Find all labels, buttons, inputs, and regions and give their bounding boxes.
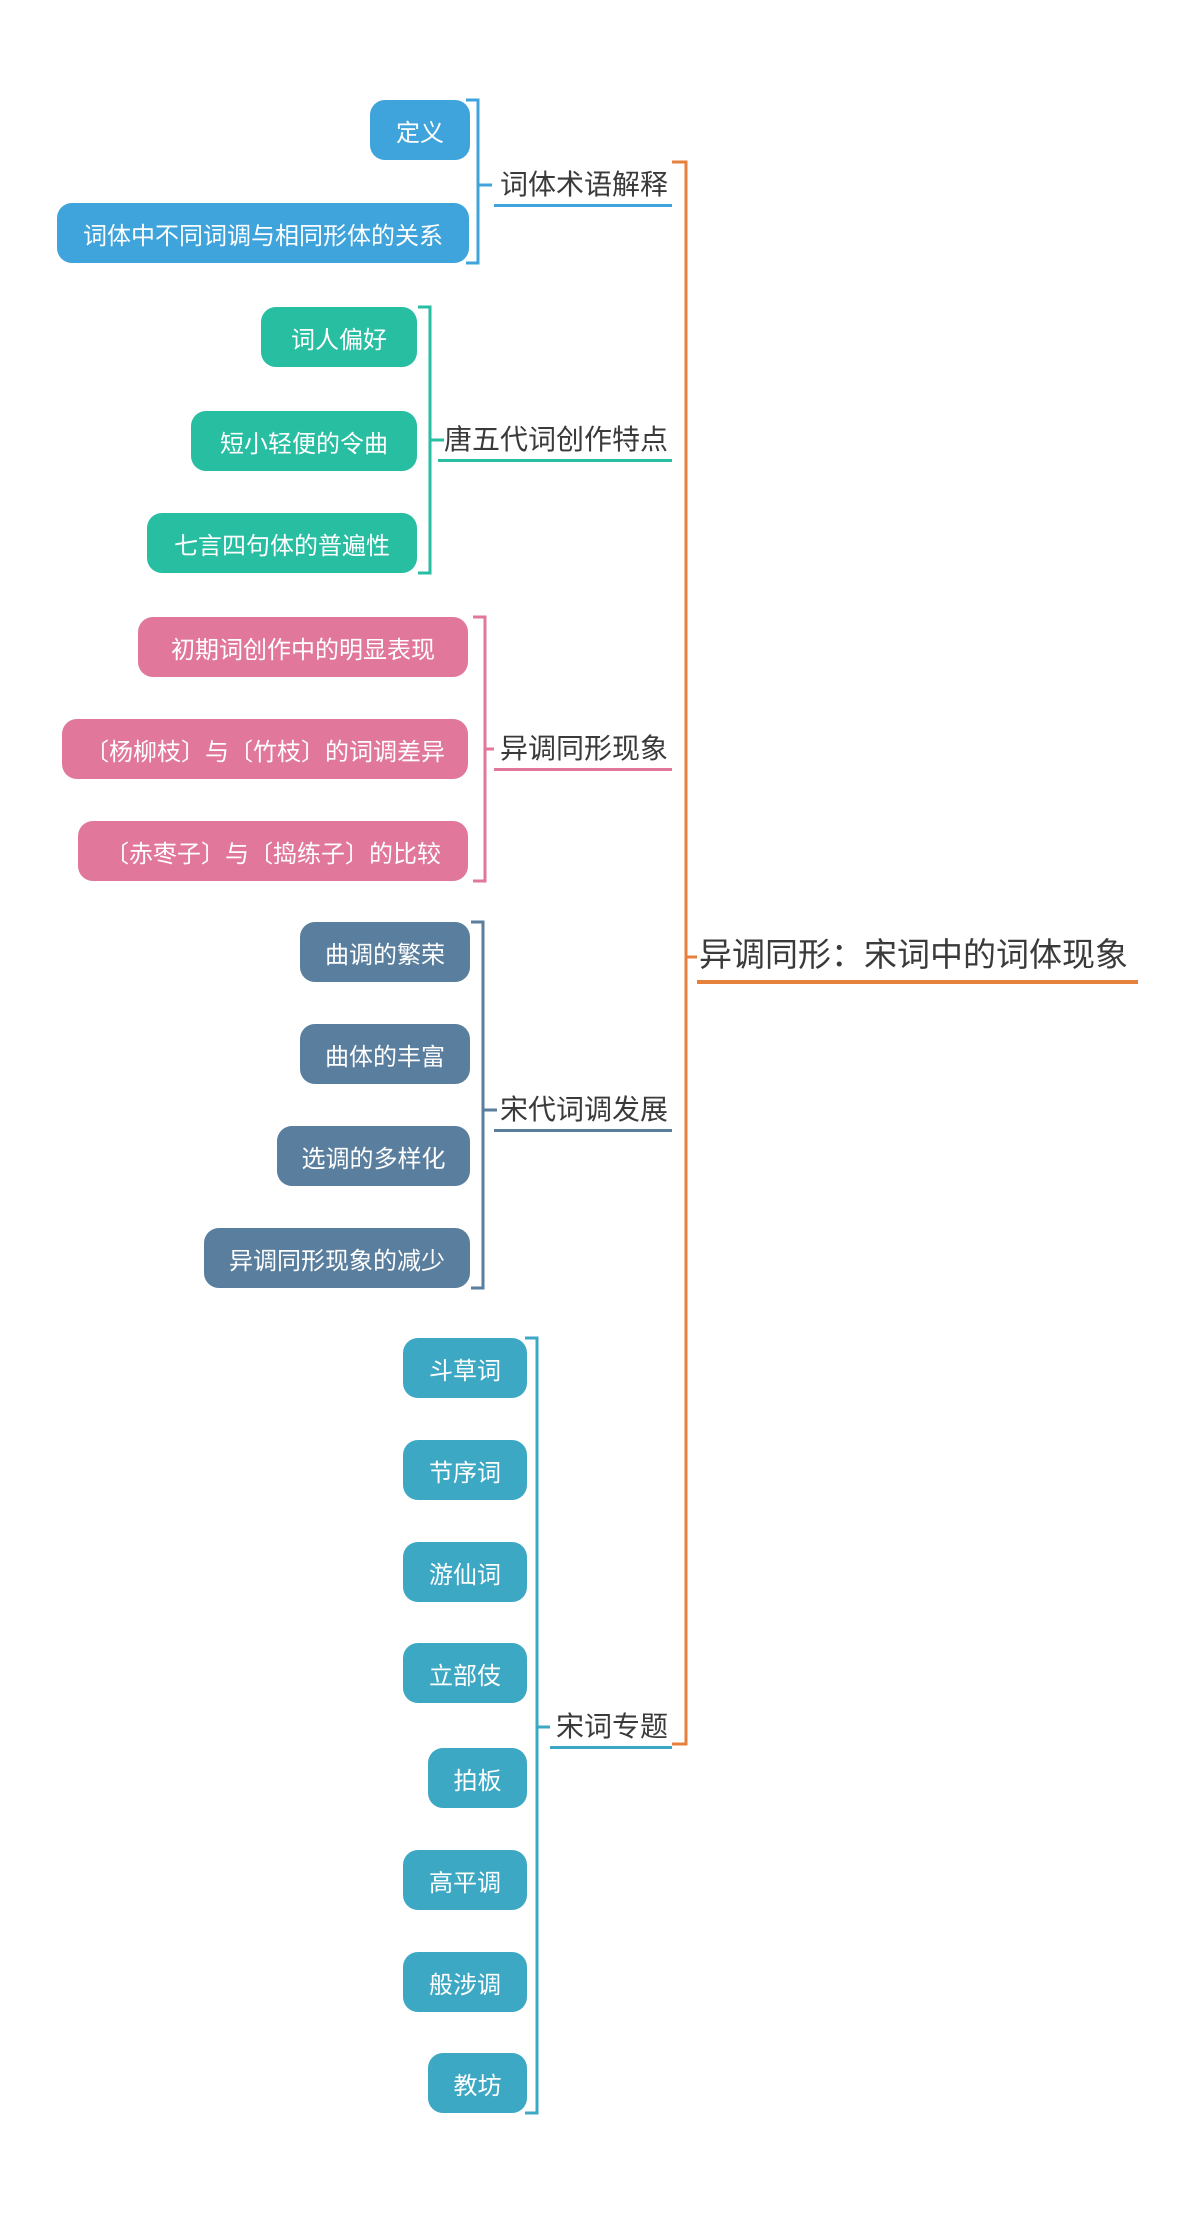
subtopic-node[interactable]: 初期词创作中的明显表现 <box>138 617 468 677</box>
subtopic-node[interactable]: 节序词 <box>403 1440 527 1500</box>
subtopic-node[interactable]: 定义 <box>370 100 470 160</box>
branch-topic-song-tune-development[interactable]: 宋代词调发展 <box>493 1093 672 1132</box>
subtopic-node[interactable]: 立部伎 <box>403 1643 527 1703</box>
bracket-song-ci-topics <box>525 1336 550 2115</box>
subtopic-node[interactable]: 教坊 <box>428 2053 527 2113</box>
subtopic-node[interactable]: 游仙词 <box>403 1542 527 1602</box>
bracket-tang-five-dynasties <box>418 305 444 575</box>
subtopic-node[interactable]: 曲调的繁荣 <box>300 922 470 982</box>
bracket-yidiao-tongxing <box>473 615 494 883</box>
branch-topic-song-ci-topics[interactable]: 宋词专题 <box>549 1710 672 1749</box>
branch-topic-tang-five-dynasties[interactable]: 唐五代词创作特点 <box>437 423 672 462</box>
subtopic-node[interactable]: 选调的多样化 <box>277 1126 470 1186</box>
branch-topic-yidiao-tongxing[interactable]: 异调同形现象 <box>493 732 672 771</box>
subtopic-node[interactable]: 词人偏好 <box>261 307 417 367</box>
subtopic-node[interactable]: 曲体的丰富 <box>300 1024 470 1084</box>
root-topic[interactable]: 异调同形：宋词中的词体现象 <box>697 933 1138 984</box>
subtopic-node[interactable]: 般涉调 <box>403 1952 527 2012</box>
bracket-song-tune-development <box>471 920 497 1290</box>
branch-topic-term-explanation[interactable]: 词体术语解释 <box>493 168 672 207</box>
subtopic-node[interactable]: 〔赤枣子〕与〔捣练子〕的比较 <box>78 821 468 881</box>
subtopic-node[interactable]: 七言四句体的普遍性 <box>147 513 417 573</box>
subtopic-node[interactable]: 拍板 <box>428 1748 527 1808</box>
subtopic-node[interactable]: 短小轻便的令曲 <box>191 411 417 471</box>
subtopic-node[interactable]: 异调同形现象的减少 <box>204 1228 470 1288</box>
subtopic-node[interactable]: 词体中不同词调与相同形体的关系 <box>57 203 469 263</box>
subtopic-node[interactable]: 高平调 <box>403 1850 527 1910</box>
subtopic-node[interactable]: 斗草词 <box>403 1338 527 1398</box>
root-spine <box>672 160 697 1746</box>
subtopic-node[interactable]: 〔杨柳枝〕与〔竹枝〕的词调差异 <box>62 719 468 779</box>
bracket-term-explanation <box>466 98 492 265</box>
